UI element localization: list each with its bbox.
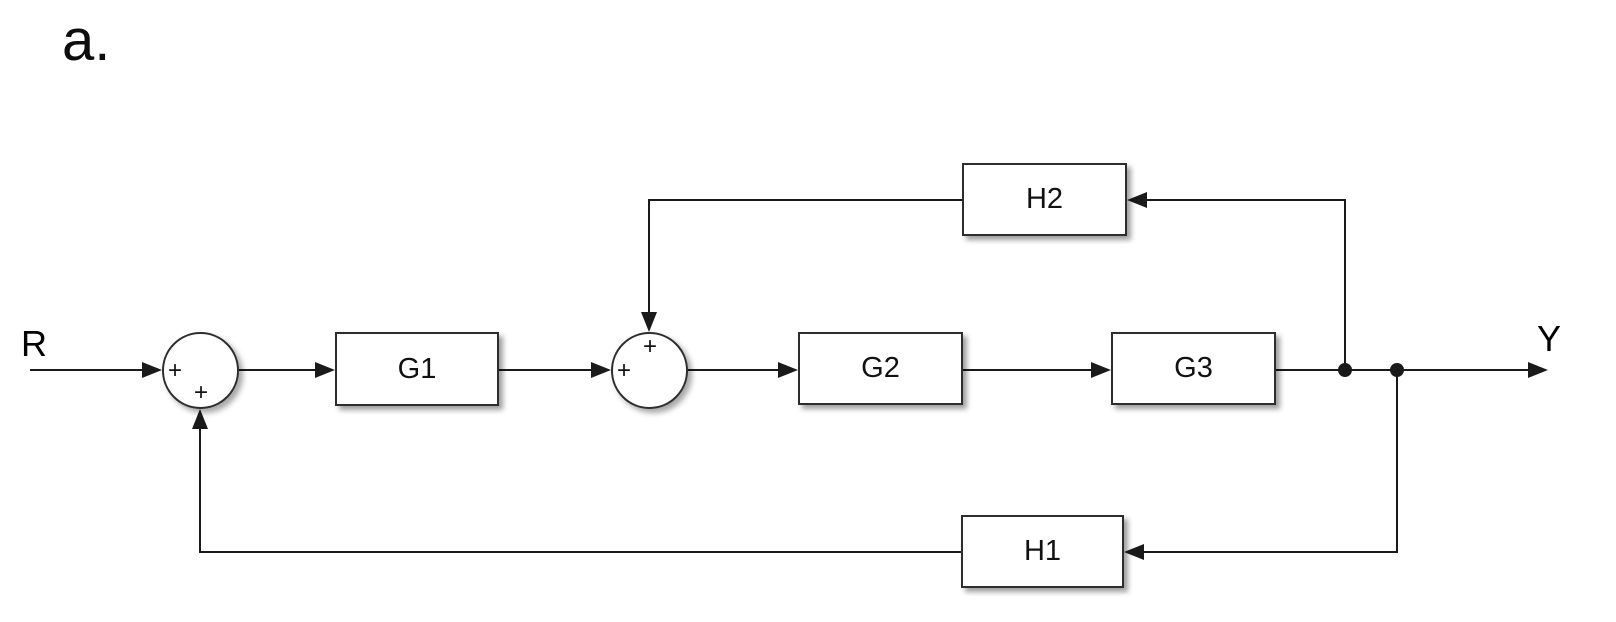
arrowhead-output [1528,362,1548,378]
block-g1-label: G1 [397,352,437,385]
arrowhead-into-g2 [778,362,798,378]
sum1-plus-sign-bottom: + [193,379,208,406]
summing-junction-2 [611,332,688,409]
arrowhead-into-sum1 [142,362,162,378]
block-g3: G3 [1111,332,1276,405]
wire-pickoff1-to-h2 [1127,192,1346,370]
block-g2: G2 [798,332,963,405]
wire-input-to-sum1 [30,362,162,378]
block-h2-label: H2 [1025,183,1064,215]
block-g1: G1 [335,332,499,406]
wire-sum2-to-g2 [688,362,798,378]
block-g3-label: G3 [1174,352,1213,384]
wire-h1-to-sum1 [192,409,961,553]
block-g2-label: G2 [861,352,900,384]
sum1-plus-sign-left: + [167,357,182,384]
output-label: Y [1537,318,1562,359]
wire-g2-to-g3 [963,362,1111,378]
arrowhead-into-h2 [1127,192,1147,208]
wire-g1-to-sum2 [499,362,611,378]
arrowhead-into-h1 [1124,544,1144,560]
arrowhead-into-sum2 [591,362,611,378]
sum2-plus-sign-top: + [642,333,657,360]
block-h1: H1 [961,515,1124,588]
wire-h2-to-sum2 [641,199,962,332]
arrowhead-into-g1 [315,362,335,378]
arrowhead-into-sum1-bottom [192,409,208,429]
arrowhead-into-g3 [1091,362,1111,378]
block-h1-label: H1 [1023,535,1062,567]
sum2-plus-sign-left: + [616,357,631,384]
summing-junction-1 [162,332,239,409]
wire-pickoff2-to-h1 [1124,370,1398,560]
input-label: R [21,323,47,364]
arrowhead-into-sum2-top [641,312,657,332]
wire-g3-to-output [1276,362,1548,378]
block-h2: H2 [962,163,1127,236]
figure-label: a. [62,8,111,73]
wire-sum1-to-g1 [239,362,335,378]
